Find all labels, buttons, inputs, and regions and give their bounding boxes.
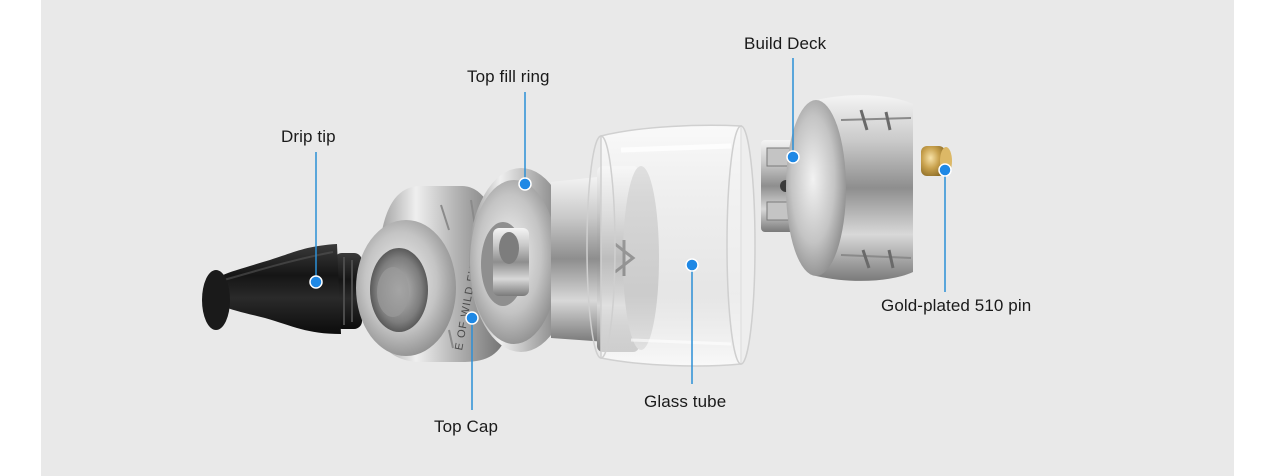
build-deck-label: Build Deck	[744, 34, 827, 53]
exploded-view-diagram: E OF WILD FURY	[41, 0, 1234, 476]
callout-markers	[309, 150, 952, 325]
gold-pin-marker	[938, 163, 952, 177]
build-deck-marker	[786, 150, 800, 164]
top-cap-label: Top Cap	[434, 417, 499, 436]
glass-tube-marker	[685, 258, 699, 272]
drip-tip-label: Drip tip	[281, 127, 336, 146]
glass-tube-part	[586, 124, 756, 367]
glass-tube-label: Glass tube	[644, 392, 727, 411]
atomizer-illustration: E OF WILD FURY	[202, 58, 952, 410]
drip-tip-marker	[309, 275, 323, 289]
top-fill-ring-part	[469, 168, 573, 352]
top-fill-ring-label: Top fill ring	[467, 67, 550, 86]
build-deck-part	[761, 95, 913, 281]
gold-pin-label: Gold-plated 510 pin	[881, 296, 1032, 315]
leader-lines	[315, 58, 946, 410]
top-fill-ring-marker	[518, 177, 532, 191]
drip-tip-part	[202, 244, 362, 334]
top-cap-marker	[465, 311, 479, 325]
